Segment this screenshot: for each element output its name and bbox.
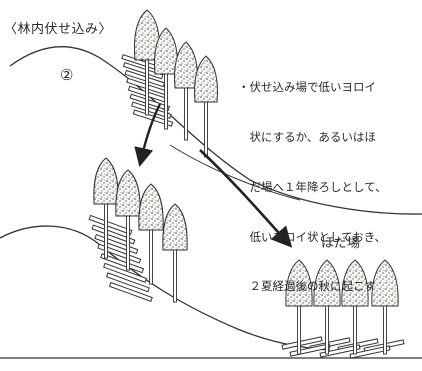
tree <box>162 203 188 303</box>
hodaba-tree-group <box>285 259 399 355</box>
lower-slope-line <box>0 225 331 351</box>
procedure-note: ・伏せ込み場で低いヨロイ 状にするか、あるいはほ だ場へ１年降ろしとして、 低い… <box>238 46 387 328</box>
arrow-down-to-lower-slope <box>134 103 162 168</box>
note-line: 状にするか、あるいはほ <box>238 129 376 144</box>
hodaba-label: ほだ場 <box>321 236 361 251</box>
arrow-to-hodaba <box>199 149 293 248</box>
tree <box>115 169 141 271</box>
note-line: 低いヨロイ状としておき、 <box>238 229 387 244</box>
diagram-title: 〈林内伏せ込み〉 <box>4 22 113 37</box>
tree <box>174 41 198 141</box>
lower-tree-group <box>93 157 188 303</box>
tree <box>93 157 119 259</box>
upper-tree-group <box>134 9 218 158</box>
tree <box>341 259 369 355</box>
tree <box>134 9 160 116</box>
tree <box>194 55 218 158</box>
tree <box>154 27 178 130</box>
tree <box>138 183 164 285</box>
note-line: ２夏経過後の秋に起こす <box>238 279 376 294</box>
step-marker: ② <box>60 66 74 84</box>
tree <box>285 259 313 355</box>
tree <box>313 259 341 355</box>
upper-slope-inner-line <box>169 144 301 201</box>
tree <box>371 259 399 355</box>
note-line: だ場へ１年降ろしとして、 <box>238 179 387 194</box>
note-line: ・伏せ込み場で低いヨロイ <box>238 80 376 95</box>
